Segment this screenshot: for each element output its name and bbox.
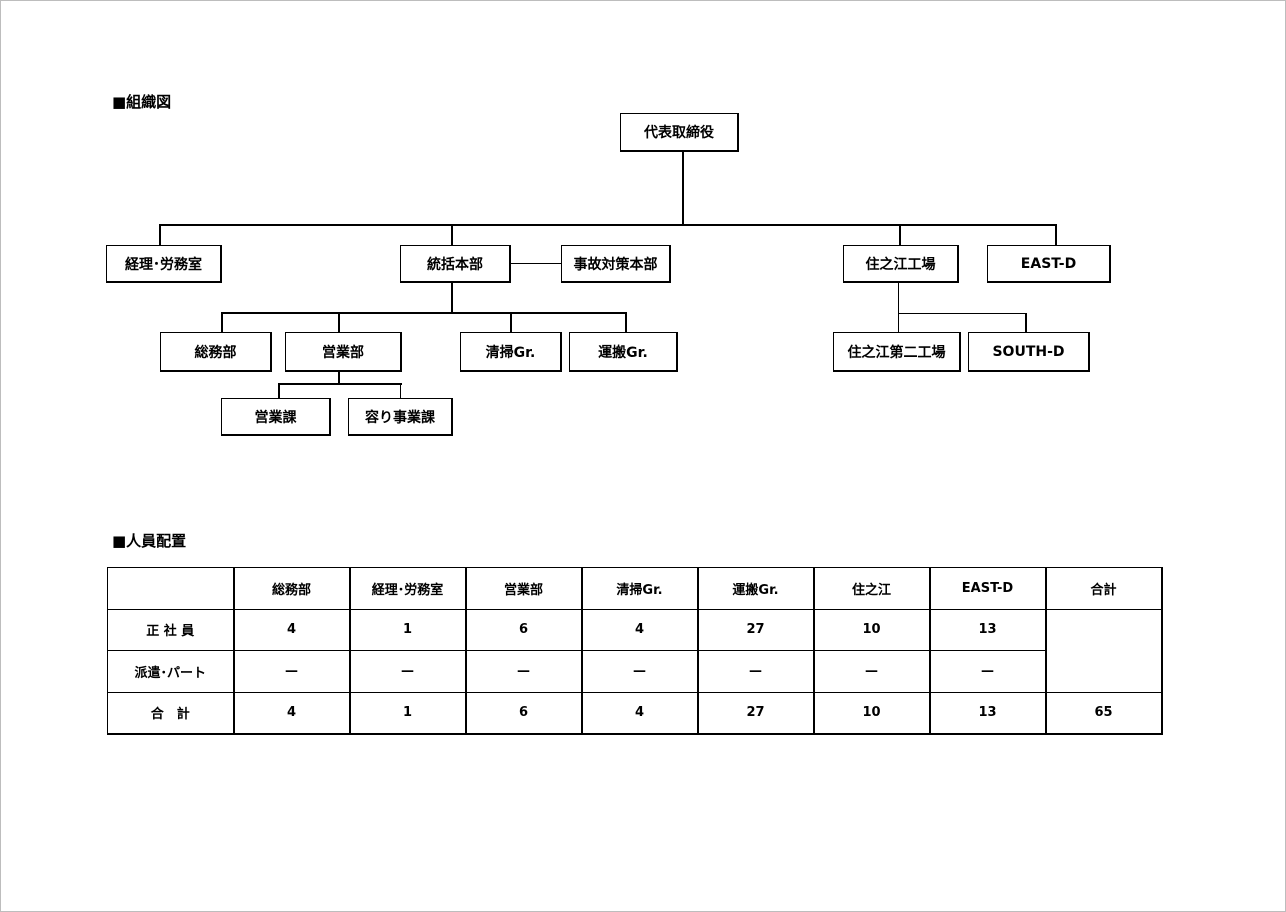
row-label: 派遣･パート xyxy=(107,650,235,693)
header-cell: EAST-D xyxy=(929,567,1047,610)
cell: — xyxy=(697,650,815,693)
cell: 1 xyxy=(349,608,467,651)
org-box-south-d: SOUTH-D xyxy=(968,332,1090,372)
table-row: 正 社 員 4 1 6 4 27 10 13 xyxy=(107,608,1163,693)
header-cell: 総務部 xyxy=(233,567,351,610)
cell: 13 xyxy=(929,691,1047,734)
cell: 10 xyxy=(813,608,931,651)
connector-line xyxy=(221,312,627,314)
table-header-row: 総務部 経理･労務室 営業部 清掃Gr. 運搬Gr. 住之江 EAST-D 合計 xyxy=(107,567,1163,610)
cell: 13 xyxy=(929,608,1047,651)
cell: 4 xyxy=(581,608,699,651)
cell: — xyxy=(929,650,1047,693)
table-row: 合 計 4 1 6 4 27 10 13 65 xyxy=(107,691,1163,734)
cell: 6 xyxy=(465,691,583,734)
staffing-title: ■人員配置 xyxy=(112,532,187,550)
header-cell: 営業部 xyxy=(465,567,583,610)
cell: — xyxy=(349,650,467,693)
connector-line xyxy=(400,383,401,398)
org-chart-title: ■組織図 xyxy=(112,93,172,111)
connector-line xyxy=(451,282,453,314)
cell: — xyxy=(813,650,931,693)
org-box-ceo: 代表取締役 xyxy=(620,113,739,152)
connector-line xyxy=(898,282,899,332)
cell: 4 xyxy=(233,608,351,651)
connector-line xyxy=(682,151,684,226)
org-box-eigyoka: 営業課 xyxy=(221,398,331,436)
staffing-table: 総務部 経理･労務室 営業部 清掃Gr. 運搬Gr. 住之江 EAST-D 合計… xyxy=(107,567,1163,735)
connector-line xyxy=(338,371,340,384)
connector-line xyxy=(510,312,512,332)
header-cell: 清掃Gr. xyxy=(581,567,699,610)
connector-line xyxy=(898,313,1027,314)
grand-total-cell: 65 xyxy=(1045,691,1163,734)
header-cell: 経理･労務室 xyxy=(349,567,467,610)
org-box-unpan: 運搬Gr. xyxy=(569,332,678,372)
connector-line xyxy=(625,312,627,332)
cell: 27 xyxy=(697,691,815,734)
connector-line xyxy=(159,224,161,245)
header-cell: 合計 xyxy=(1045,567,1163,610)
connector-line xyxy=(278,383,402,385)
org-box-suminoe2: 住之江第二工場 xyxy=(833,332,961,372)
cell: — xyxy=(581,650,699,693)
org-box-jiko: 事故対策本部 xyxy=(561,245,671,283)
connector-line xyxy=(451,224,453,245)
header-cell: 住之江 xyxy=(813,567,931,610)
header-cell xyxy=(107,567,235,610)
cell: — xyxy=(465,650,583,693)
connector-line xyxy=(1055,224,1057,245)
table-row: 派遣･パート — — — — — — — xyxy=(107,650,1162,693)
org-box-yoriji: 容り事業課 xyxy=(348,398,453,436)
cell: 1 xyxy=(349,691,467,734)
connector-line xyxy=(278,383,280,398)
cell: 27 xyxy=(697,608,815,651)
org-box-keiri: 経理･労務室 xyxy=(106,245,222,283)
connector-line xyxy=(899,224,901,245)
org-box-seiso: 清掃Gr. xyxy=(460,332,562,372)
row-label: 正 社 員 xyxy=(107,608,235,651)
empty-total-cell xyxy=(1045,608,1163,693)
cell: — xyxy=(233,650,351,693)
org-box-tokatsu: 統括本部 xyxy=(400,245,511,283)
connector-line xyxy=(159,224,1057,226)
row-label: 合 計 xyxy=(107,691,235,734)
org-box-east-d: EAST-D xyxy=(987,245,1111,283)
connector-line xyxy=(1025,313,1027,332)
connector-line xyxy=(510,263,561,264)
org-box-suminoe: 住之江工場 xyxy=(843,245,959,283)
header-cell: 運搬Gr. xyxy=(697,567,815,610)
org-box-somu: 総務部 xyxy=(160,332,272,372)
connector-line xyxy=(221,312,223,332)
cell: 10 xyxy=(813,691,931,734)
cell: 4 xyxy=(233,691,351,734)
org-box-eigyo: 営業部 xyxy=(285,332,402,372)
cell: 6 xyxy=(465,608,583,651)
connector-line xyxy=(338,312,340,332)
cell: 4 xyxy=(581,691,699,734)
